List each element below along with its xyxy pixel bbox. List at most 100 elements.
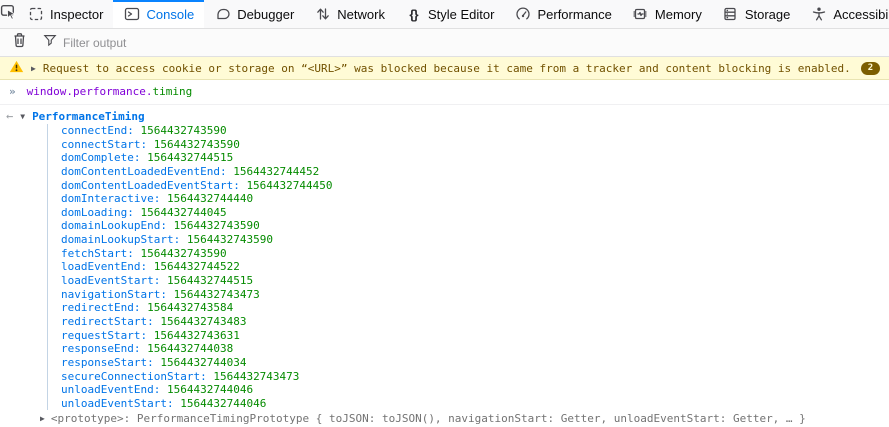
expand-warning-icon[interactable]: ▶	[31, 63, 36, 73]
property-row: domContentLoadedEventStart: 156443274445…	[48, 179, 889, 193]
property-colon: :	[153, 192, 167, 206]
collapse-object-icon[interactable]: ▼	[20, 111, 26, 121]
tab-memory[interactable]: Memory	[622, 0, 712, 28]
property-value: 1564432743473	[213, 369, 300, 383]
property-colon: :	[140, 328, 154, 342]
property-value: 1564432744046	[180, 396, 267, 410]
property-value: 1564432743590	[140, 124, 227, 137]
property-colon: :	[127, 205, 141, 219]
property-row: domainLookupStart: 1564432743590	[48, 233, 889, 247]
tab-performance[interactable]: Performance	[504, 0, 621, 28]
property-row: domContentLoadedEventEnd: 1564432744452	[48, 165, 889, 179]
property-row: secureConnectionStart: 1564432743473	[48, 370, 889, 384]
tab-strip: Inspector Console Debugger Network { }Style …	[17, 0, 889, 28]
tab-label: Memory	[654, 6, 702, 22]
property-colon: :	[127, 246, 141, 260]
prototype-row[interactable]: ▶ <prototype>: PerformanceTimingPrototyp…	[0, 410, 889, 427]
property-name: domContentLoadedEventStart	[61, 178, 234, 192]
property-name: requestStart	[61, 328, 141, 342]
property-value: 1564432744450	[246, 178, 333, 192]
filter-funnel-icon	[43, 33, 57, 52]
property-name: connectEnd	[61, 124, 128, 137]
property-name: domainLookupStart	[61, 233, 174, 247]
tab-label: Accessibility	[833, 6, 889, 22]
expand-prototype-icon[interactable]: ▶	[40, 414, 45, 424]
property-colon: :	[153, 274, 167, 288]
property-name: domComplete	[61, 151, 134, 165]
warning-message-row[interactable]: ▶ Request to access cookie or storage on…	[0, 57, 889, 80]
property-value: 1564432743483	[160, 314, 247, 328]
property-value: 1564432744515	[147, 151, 234, 165]
result-object-header[interactable]: ← ▼ PerformanceTiming	[0, 108, 889, 124]
property-row: unloadEventStart: 1564432744046	[48, 397, 889, 411]
performance-icon	[514, 6, 531, 23]
property-row: fetchStart: 1564432743590	[48, 247, 889, 261]
tab-console[interactable]: Console	[113, 0, 205, 28]
property-value: 1564432743584	[147, 301, 234, 315]
property-colon: :	[127, 124, 141, 137]
property-value: 1564432743590	[173, 219, 260, 233]
property-colon: :	[153, 383, 167, 397]
property-row: domComplete: 1564432744515	[48, 151, 889, 165]
property-name: domLoading	[61, 205, 128, 219]
property-colon: :	[219, 164, 234, 178]
property-colon: :	[133, 342, 148, 356]
property-name: domInteractive	[61, 192, 154, 206]
property-colon: :	[147, 355, 161, 369]
tab-label: Inspector	[50, 6, 104, 22]
property-row: redirectEnd: 1564432743584	[48, 301, 889, 315]
property-value: 1564432744522	[153, 260, 240, 274]
property-value: 1564432743590	[140, 246, 227, 260]
property-name: secureConnectionStart	[61, 369, 201, 383]
node-picker-icon	[0, 3, 17, 25]
tab-style-editor[interactable]: { }Style Editor	[395, 0, 504, 28]
memory-icon	[632, 6, 649, 23]
property-name: domContentLoadedEventEnd	[61, 164, 220, 178]
property-value: 1564432744046	[166, 383, 254, 397]
property-row: responseStart: 1564432744034	[48, 356, 889, 370]
property-row: domLoading: 1564432744045	[48, 206, 889, 220]
tab-label: Performance	[537, 6, 612, 22]
filter-output-input[interactable]	[63, 35, 883, 50]
style-editor-icon: { }	[409, 6, 418, 22]
tab-label: Debugger	[237, 6, 295, 22]
tab-label: Network	[337, 6, 385, 22]
property-colon: :	[133, 301, 148, 315]
storage-icon	[722, 6, 739, 23]
property-colon: :	[140, 260, 154, 274]
prototype-text: <prototype>: PerformanceTimingPrototype …	[50, 412, 806, 426]
tab-accessibility[interactable]: Accessibility	[800, 0, 889, 28]
property-row: domainLookupEnd: 1564432743590	[48, 219, 889, 233]
property-row: redirectStart: 1564432743483	[48, 315, 889, 329]
tab-label: Console	[146, 6, 195, 22]
property-value: 1564432743590	[153, 137, 240, 151]
property-value: 1564432744038	[147, 342, 234, 356]
property-name: unloadEventStart	[61, 396, 167, 410]
property-name: fetchStart	[61, 246, 128, 260]
inspector-icon	[27, 6, 44, 23]
property-value: 1564432744034	[160, 355, 247, 369]
node-picker-button[interactable]	[0, 0, 17, 28]
property-name: loadEventEnd	[61, 260, 141, 274]
property-colon: :	[173, 233, 187, 247]
expression-property-token: timing	[152, 85, 193, 98]
clear-console-button[interactable]	[6, 31, 32, 55]
property-colon: :	[140, 137, 154, 151]
tab-debugger[interactable]: Debugger	[204, 0, 304, 28]
property-row: domInteractive: 1564432744440	[48, 192, 889, 206]
property-row: navigationStart: 1564432743473	[48, 288, 889, 302]
tab-network[interactable]: Network	[304, 0, 395, 28]
property-row: unloadEventEnd: 1564432744046	[48, 383, 889, 397]
console-icon	[123, 6, 140, 23]
tab-storage[interactable]: Storage	[712, 0, 801, 28]
warning-count-badge: 2	[861, 61, 880, 75]
expression-object-token: window.performance.	[26, 85, 153, 98]
property-name: unloadEventEnd	[61, 383, 154, 397]
tab-inspector[interactable]: Inspector	[17, 0, 113, 28]
property-name: navigationStart	[61, 287, 161, 301]
property-value: 1564432744045	[140, 205, 227, 219]
property-value: 1564432744440	[166, 192, 254, 206]
property-row: loadEventEnd: 1564432744522	[48, 260, 889, 274]
property-row: responseEnd: 1564432744038	[48, 342, 889, 356]
